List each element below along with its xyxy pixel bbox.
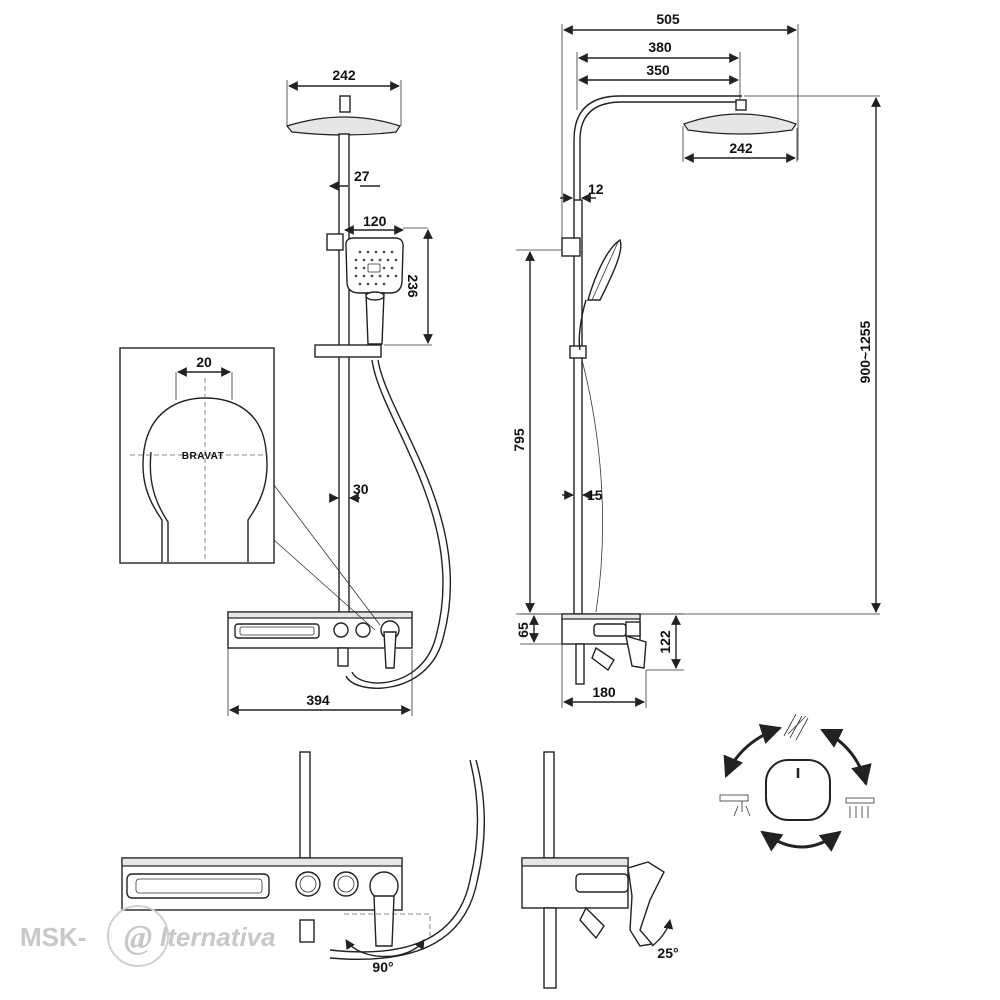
bottom-side-detail: 25°	[521, 751, 679, 989]
side-holder	[569, 345, 587, 359]
front-shelf-slot	[234, 623, 320, 639]
bottom-front-detail: 90°	[121, 751, 486, 975]
dim-handheld-width: 120	[363, 213, 387, 229]
spout-mode-icon	[719, 794, 751, 817]
dim-mixer-height: 65	[515, 622, 531, 638]
detail-view: 20 BRAVAT	[119, 347, 275, 564]
rotate-arrow-top-left-icon	[723, 724, 782, 778]
front-lever-handle	[383, 631, 397, 669]
front-view: 242 27 120 236 30	[227, 67, 452, 716]
dim-handheld-height: 236	[405, 274, 421, 298]
bottom-lever-handle	[373, 895, 395, 947]
front-knob-right	[355, 622, 371, 638]
dim-total-reach: 505	[656, 11, 680, 27]
dim-upper-pipe: 12	[588, 181, 604, 197]
detail-brand-label: BRAVAT	[182, 451, 224, 462]
front-head-shower	[285, 116, 401, 136]
dim-height-range: 900~1255	[857, 320, 873, 383]
dim-arm-gap: 27	[354, 168, 370, 184]
watermark-at: @	[124, 919, 152, 956]
bottom-knob-left	[295, 871, 321, 897]
dim-mixer-width: 394	[306, 692, 330, 708]
rotate-arrow-top-right-icon	[820, 728, 872, 787]
bottom-side-lever	[627, 861, 665, 947]
tilt-angle: 25°	[657, 945, 678, 961]
bottom-shelf-slot	[126, 873, 270, 899]
side-pipe	[573, 199, 583, 615]
front-handheld-nozzles	[354, 250, 398, 286]
dim-rail-height: 795	[511, 428, 527, 452]
diverter-function-diagram	[719, 713, 875, 852]
dim-arm-reach: 380	[648, 39, 672, 55]
front-head-mount	[339, 95, 351, 113]
detail-frame	[119, 347, 275, 564]
side-spout	[575, 643, 585, 685]
rotation-arc	[345, 939, 425, 958]
dim-side-head-width: 242	[729, 140, 753, 156]
front-hose	[351, 359, 444, 684]
dim-knob-width: 20	[196, 354, 212, 370]
side-head-shower	[683, 113, 797, 135]
diverter-knob-icon	[765, 759, 831, 821]
side-lever	[625, 634, 647, 669]
rainshower-mode-icon	[845, 797, 875, 818]
side-nozzle	[591, 646, 615, 672]
dim-lower-pipe: 15	[587, 487, 603, 503]
front-spout	[337, 647, 349, 667]
side-view: 505 380 350 242 12 795	[511, 11, 881, 708]
bottom-knob-right	[333, 871, 359, 897]
front-handheld-head	[345, 237, 404, 294]
side-shelf-slot	[593, 623, 627, 637]
bottom-side-spout	[543, 907, 557, 989]
rotate-arrow-bottom-icon	[760, 830, 842, 852]
rotation-angle: 90°	[372, 959, 393, 975]
dim-head-width: 242	[332, 67, 356, 83]
watermark-logo-ring	[107, 905, 169, 967]
front-knob-left	[333, 622, 349, 638]
tilt-arc	[651, 919, 674, 947]
front-slide-bracket	[326, 233, 344, 251]
side-shower-arm	[573, 95, 742, 200]
watermark: MSK- @ lternativa	[20, 905, 276, 967]
front-pipe-upper	[338, 133, 350, 615]
dim-mixer-depth: 180	[592, 684, 616, 700]
side-handheld	[587, 238, 622, 301]
side-slide-bracket	[561, 237, 581, 257]
watermark-prefix: MSK-	[20, 922, 86, 952]
watermark-suffix: lternativa	[160, 922, 276, 952]
front-holder	[314, 344, 382, 358]
dim-spout-height: 122	[657, 630, 673, 654]
dim-pipe-diameter: 30	[353, 481, 369, 497]
dim-head-offset: 350	[646, 62, 670, 78]
handheld-mode-icon	[783, 713, 809, 741]
